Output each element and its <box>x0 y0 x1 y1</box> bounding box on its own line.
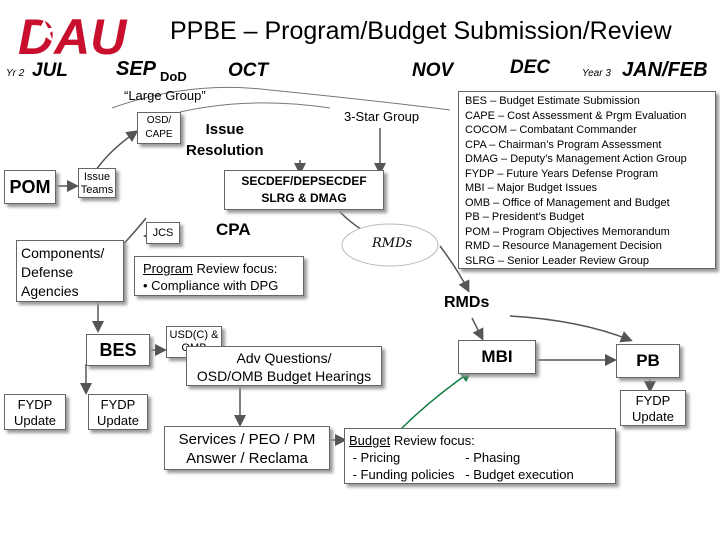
pom-box: POM <box>4 170 56 204</box>
mbi-label: MBI <box>481 347 513 366</box>
page-title: PPBE – Program/Budget Submission/Review <box>170 17 672 45</box>
timeline-yr2: Yr 2 <box>6 68 25 79</box>
glossary-item: PB – President’s Budget <box>465 211 585 223</box>
timeline-jul: JUL <box>32 60 68 81</box>
timeline-year3: Year 3 <box>582 68 611 79</box>
timeline-dec: DEC <box>510 57 551 78</box>
program-review-box: Program Review focus: • Compliance with … <box>134 256 304 296</box>
fydp-update-right-label: FYDP Update <box>632 393 674 424</box>
timeline-nov: NOV <box>412 60 454 81</box>
adv-questions-box: Adv Questions/ OSD/OMB Budget Hearings <box>186 346 382 386</box>
bes-label: BES <box>99 340 137 360</box>
glossary-item: SLRG – Senior Leader Review Group <box>465 254 650 267</box>
arrow-rmds-mbi <box>471 317 484 341</box>
adv-questions-label: Adv Questions/ OSD/OMB Budget Hearings <box>196 350 372 384</box>
jcs-label: JCS <box>152 227 174 239</box>
program-review-heading: Program Review focus: <box>143 261 278 276</box>
glossary-item: CPA – Chairman’s Program Assessment <box>465 138 662 151</box>
glossary-item: COCOM – Combatant Commander <box>465 124 637 136</box>
glossary-item: CAPE – Cost Assessment & Prgm Evaluation <box>465 109 687 122</box>
budget-review-box: Budget Review focus: - Pricing - Phasing… <box>344 428 616 484</box>
timeline-oct: OCT <box>228 60 269 81</box>
three-star-group-label: 3-Star Group <box>344 109 420 124</box>
glossary-item: RMD – Resource Management Decision <box>465 240 662 252</box>
fydp-update-mid-label: FYDP Update <box>97 397 139 428</box>
rmds-label: RMDs <box>444 294 490 311</box>
bes-box: BES <box>86 334 150 366</box>
services-label: Services / PEO / PM Answer / Reclama <box>178 431 316 467</box>
rmds-oval: RMDs <box>340 222 440 268</box>
arrow-budget-up <box>399 370 473 431</box>
fydp-update-mid-box: FYDP Update <box>88 394 148 430</box>
glossary-item: DMAG – Deputy’s Management Action Group <box>465 153 687 165</box>
timeline-dod: DoD <box>160 69 187 84</box>
jcs-box: JCS <box>146 222 180 244</box>
glossary-item: MBI – Major Budget Issues <box>465 182 598 194</box>
osd-cape-box: OSD/ CAPE <box>137 112 181 144</box>
secdef-box: SECDEF/DEPSECDEF SLRG & DMAG <box>224 170 384 210</box>
issue-teams-box: Issue Teams <box>78 168 116 198</box>
budget-review-line-1: - Pricing - Phasing <box>349 450 521 465</box>
large-group-label: “Large Group” <box>124 88 206 103</box>
pb-label: PB <box>636 351 660 370</box>
mbi-box: MBI <box>458 340 536 374</box>
glossary-item: FYDP – Future Years Defense Program <box>465 167 659 180</box>
services-box: Services / PEO / PM Answer / Reclama <box>164 426 330 470</box>
issue-resolution-label: Issue Resolution <box>186 121 264 159</box>
arrow-rmds-pb <box>509 315 633 343</box>
secdef-label: SECDEF/DEPSECDEF SLRG & DMAG <box>241 174 367 205</box>
issue-teams-label: Issue Teams <box>80 171 114 196</box>
logo-text: DAU <box>18 9 128 64</box>
glossary-item: BES – Budget Estimate Submission <box>465 95 640 107</box>
arrow-issue-teams-up <box>95 130 139 171</box>
arc-osd-to-3star <box>179 102 331 113</box>
arrow-rmds-to-rmds <box>439 245 470 293</box>
pb-box: PB <box>616 344 680 378</box>
glossary-item: OMB – Office of Management and Budget <box>465 196 670 209</box>
components-label: Components/ Defense Agencies <box>21 245 105 299</box>
pom-label: POM <box>9 177 51 197</box>
dau-logo: DAU <box>14 6 164 65</box>
budget-review-line-2: - Funding policies - Budget execution <box>349 467 574 482</box>
fydp-update-left-box: FYDP Update <box>4 394 66 430</box>
budget-review-heading: Budget Review focus: <box>349 433 475 448</box>
fydp-update-right-box: FYDP Update <box>620 390 686 426</box>
rmds-oval-label: RMDs <box>372 236 413 251</box>
cpa-label: CPA <box>216 220 251 239</box>
timeline-jan-feb: JAN/FEB <box>622 59 708 81</box>
arc-large-group <box>111 86 451 111</box>
components-box: Components/ Defense Agencies <box>16 240 124 302</box>
timeline-sep: SEP <box>116 58 157 80</box>
compliance-label: • Compliance with DPG <box>143 278 279 293</box>
glossary-item: POM – Program Objectives Memorandum <box>465 225 670 238</box>
fydp-update-left-label: FYDP Update <box>14 397 56 428</box>
star-icon <box>31 20 57 42</box>
osd-cape-label: OSD/ CAPE <box>145 115 173 140</box>
